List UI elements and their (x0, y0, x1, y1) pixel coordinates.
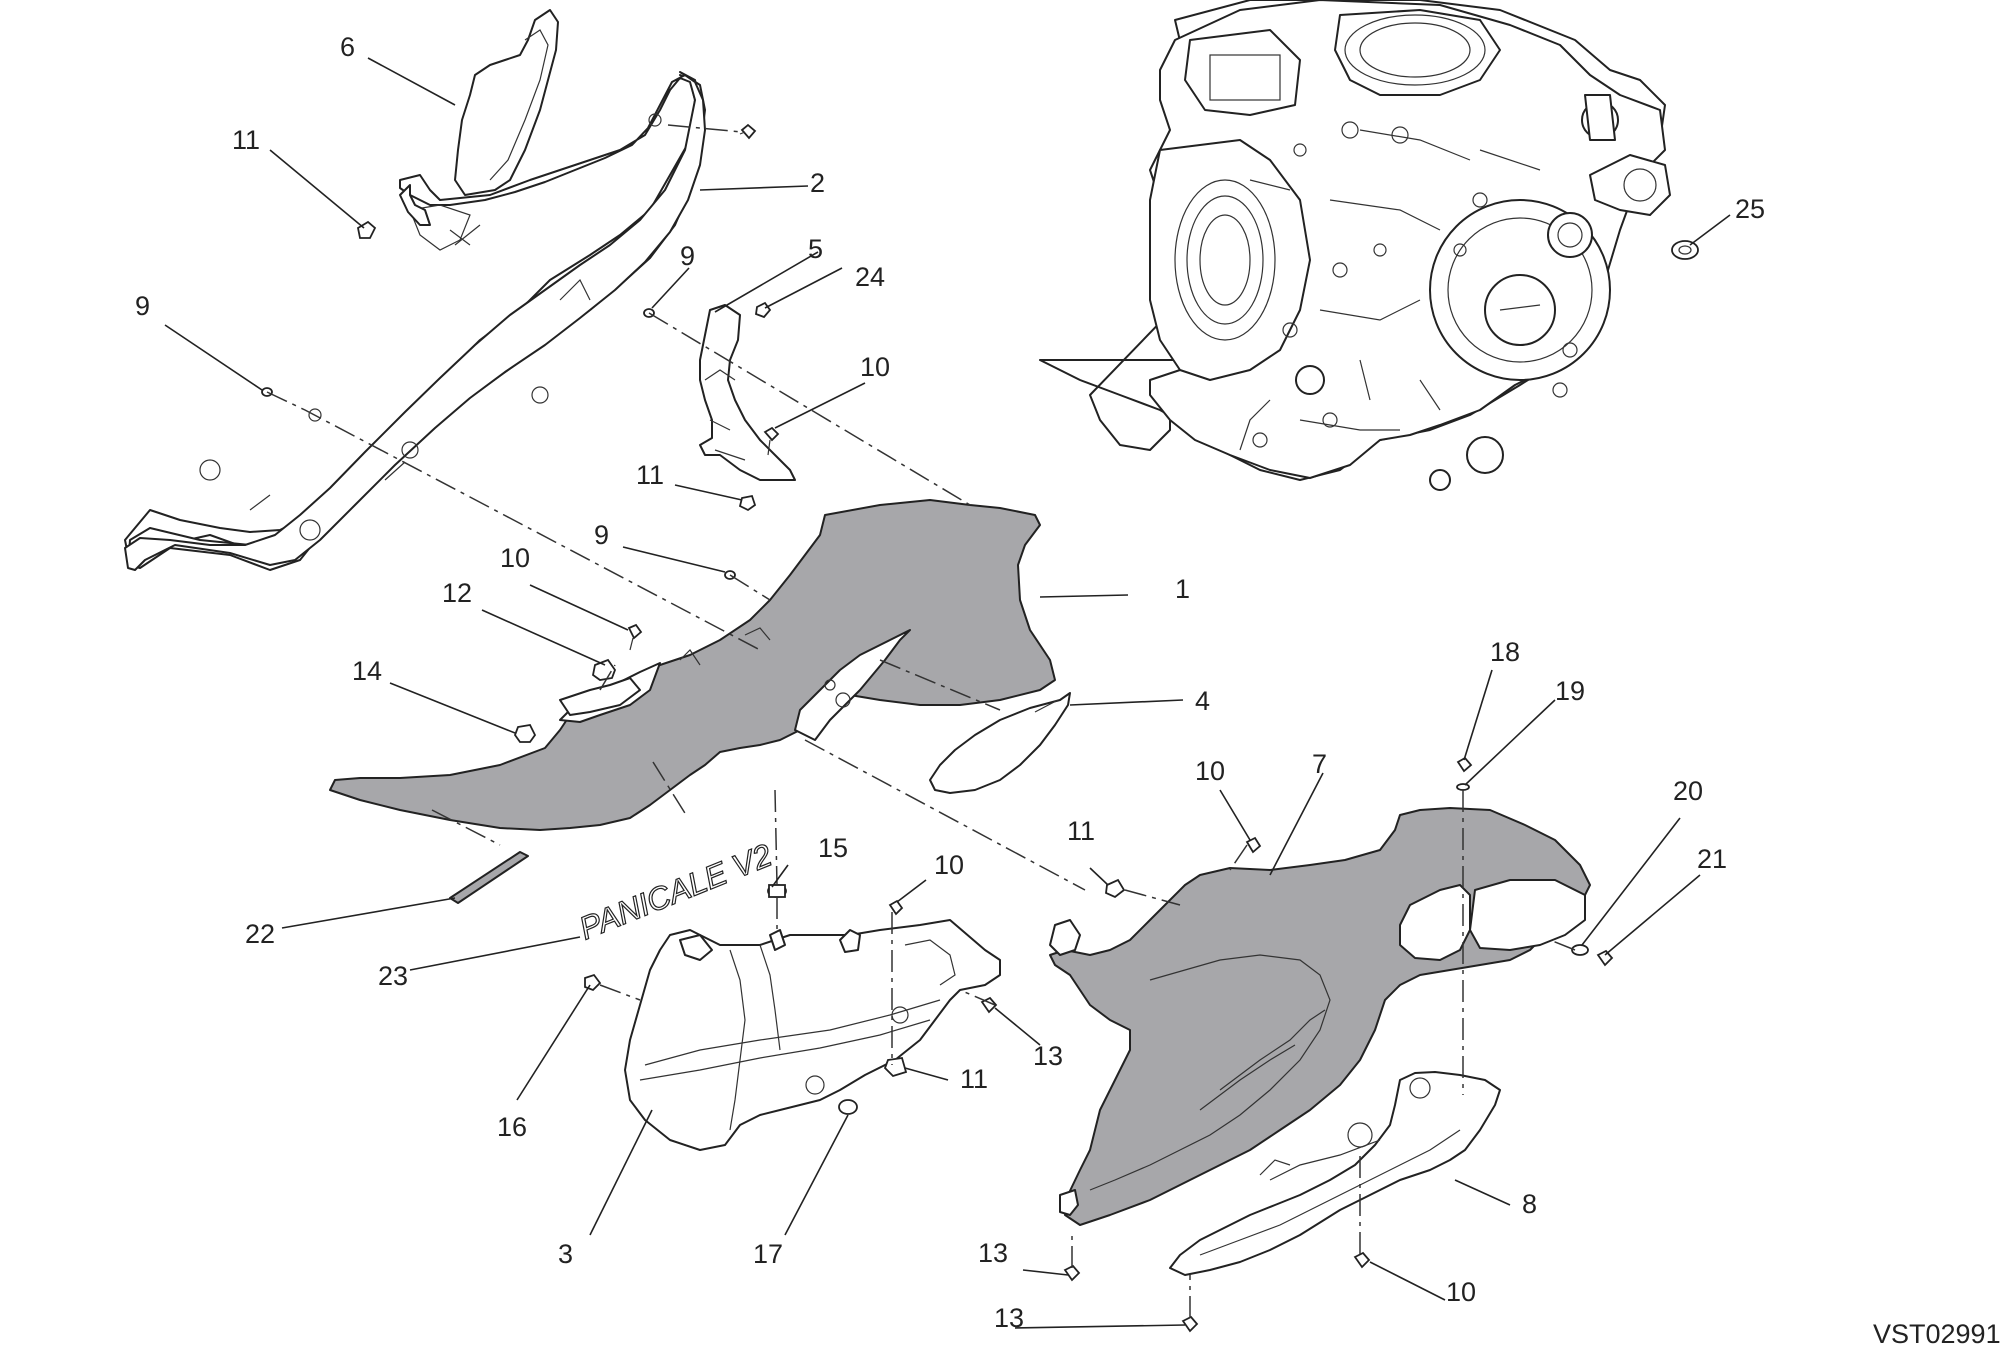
washer-19 (1456, 783, 1470, 791)
label-6: 6 (340, 32, 355, 62)
label-9b: 9 (680, 241, 695, 271)
label-5: 5 (808, 234, 823, 264)
label-18: 18 (1490, 637, 1520, 667)
label-11c: 11 (960, 1064, 988, 1094)
screw-18 (1456, 756, 1473, 773)
label-1: 1 (1175, 574, 1190, 604)
panel-2 (124, 71, 706, 571)
screw-21 (1596, 949, 1614, 967)
label-25: 25 (1735, 194, 1765, 224)
screw-10c (888, 899, 904, 916)
label-9a: 9 (135, 291, 150, 321)
label-2: 2 (810, 168, 825, 198)
assembly-lines (266, 124, 1576, 1318)
screw-10d (1245, 836, 1262, 854)
label-11a: 11 (232, 125, 260, 155)
label-21: 21 (1697, 844, 1727, 874)
label-20: 20 (1673, 776, 1703, 806)
label-11b: 11 (636, 460, 664, 490)
bracket-5 (699, 304, 796, 481)
clip-11c (883, 1056, 908, 1078)
label-3: 3 (558, 1239, 573, 1269)
fairing-lower-3 (624, 919, 1001, 1151)
label-23: 23 (378, 961, 408, 991)
label-15: 15 (818, 833, 848, 863)
clip-11d (1105, 878, 1126, 899)
clip-11b (738, 494, 757, 512)
label-13a: 13 (1033, 1041, 1063, 1071)
callout-labels: 1 2 3 4 5 6 7 8 9 9 9 10 10 10 10 10 11 … (135, 32, 1765, 1333)
grommet-17 (838, 1099, 858, 1115)
reference-code: VST02991 (1873, 1319, 2001, 1349)
label-22: 22 (245, 919, 275, 949)
screw-10b (627, 623, 643, 651)
screw-24 (755, 301, 772, 319)
panel-6 (454, 9, 559, 196)
screw-10a (763, 426, 780, 456)
label-10b: 10 (500, 543, 530, 573)
nut-25 (1671, 240, 1699, 260)
label-10a: 10 (860, 352, 890, 382)
label-4: 4 (1195, 686, 1210, 716)
label-11d: 11 (1067, 816, 1095, 846)
callout-leaders (164, 57, 1731, 1329)
label-10e: 10 (1446, 1277, 1476, 1307)
washer-20 (1571, 944, 1589, 956)
label-17: 17 (753, 1239, 783, 1269)
label-19: 19 (1555, 676, 1585, 706)
fairing-panel-1 (329, 499, 1056, 831)
decal-22 (449, 851, 529, 904)
label-12: 12 (442, 578, 472, 608)
grommet-15 (767, 884, 787, 898)
clip-14 (513, 724, 537, 743)
label-9c: 9 (594, 520, 609, 550)
screw-2 (739, 123, 757, 140)
belly-pan-8 (1169, 1071, 1501, 1276)
label-13b: 13 (978, 1238, 1008, 1268)
label-10c: 10 (934, 850, 964, 880)
screw-13b (1063, 1264, 1081, 1282)
label-14: 14 (352, 656, 382, 686)
screw-16 (584, 973, 602, 992)
label-13c: 13 (994, 1303, 1024, 1333)
label-24: 24 (855, 262, 885, 292)
label-16: 16 (497, 1112, 527, 1142)
label-10d: 10 (1195, 756, 1225, 786)
fairing-lower-7 (1049, 807, 1591, 1226)
panel-4 (929, 692, 1071, 794)
decal-23-logo: PANICALE V2 (574, 837, 777, 947)
screw-10e (1353, 1251, 1371, 1269)
engine-block (1039, 0, 1699, 491)
clip-12 (592, 658, 617, 681)
label-8: 8 (1522, 1189, 1537, 1219)
label-7: 7 (1312, 749, 1327, 779)
screw-13c (1181, 1315, 1199, 1333)
